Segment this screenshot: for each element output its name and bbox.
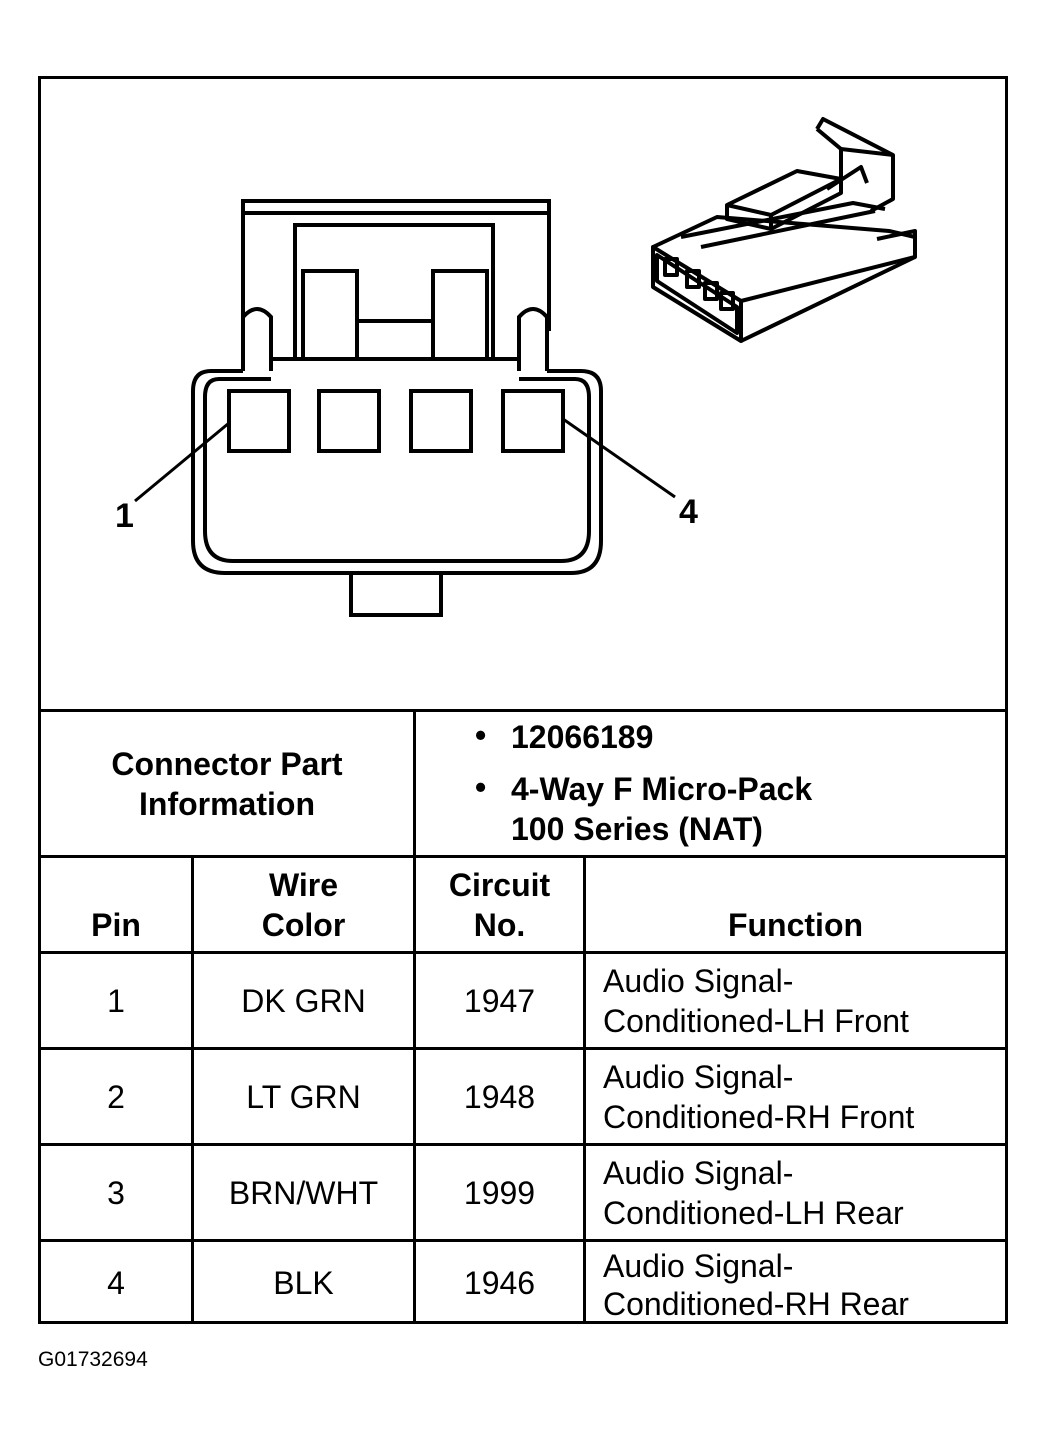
header-circuit-line2: No.	[473, 907, 526, 943]
callout-leaders	[134, 417, 676, 503]
connector-description-line2: 100 Series (NAT)	[511, 811, 763, 847]
connector-description-line1: 4-Way F Micro-Pack	[511, 771, 813, 807]
table-row-3-pin: 3	[107, 1174, 125, 1211]
connector-face-view	[191, 199, 603, 617]
rule-top-header	[41, 855, 1005, 858]
bullet-icon: •	[475, 769, 487, 805]
connector-diagram: 1 4	[115, 117, 917, 617]
table-row-3-function-line2: Conditioned-LH Rear	[603, 1195, 904, 1231]
table-row-4-circuit: 1946	[463, 1265, 536, 1301]
table-row-4-wire-color: BLK	[273, 1265, 334, 1301]
header-circuit-line1: Circuit	[448, 867, 551, 903]
table-row-1-function-line2: Conditioned-LH Front	[603, 1003, 909, 1039]
figure-id: G01732694	[38, 1348, 148, 1371]
table-row-3-circuit: 1999	[463, 1174, 536, 1211]
rule-top-info	[41, 709, 1005, 712]
rule-info-divider	[413, 709, 416, 858]
bullet-icon: •	[475, 717, 487, 753]
table-row-2-function-line2: Conditioned-RH Front	[603, 1099, 915, 1135]
header-function: Function	[727, 907, 864, 943]
header-wire-color-line1: Wire	[268, 867, 339, 903]
callout-pin-4: 4	[679, 493, 698, 531]
table-row-1-function-line1: Audio Signal-	[603, 963, 794, 999]
rule-row-4	[41, 1239, 1005, 1242]
rule-row-1	[41, 951, 1005, 954]
rule-row-2	[41, 1047, 1005, 1050]
cavity-4	[501, 389, 565, 453]
table-row-3-function-line1: Audio Signal-	[603, 1155, 794, 1191]
table-row-4-function-line1: Audio Signal-	[603, 1248, 794, 1284]
rule-col-pin	[191, 855, 194, 1324]
table-row-2-pin: 2	[107, 1078, 125, 1115]
callout-pin-1: 1	[115, 497, 134, 535]
table-row-4-pin: 4	[107, 1265, 125, 1301]
header-pin: Pin	[91, 907, 141, 943]
connector-isometric-view	[651, 117, 917, 343]
connector-cavities	[227, 389, 565, 453]
table-row-2-function-line1: Audio Signal-	[603, 1059, 794, 1095]
connector-info-frame: 1 4	[38, 76, 1008, 1324]
cavity-3	[409, 389, 473, 453]
table-row-1-wire-color: DK GRN	[241, 982, 366, 1019]
rule-col-wire	[413, 855, 416, 1324]
table-row-4-function-line2: Conditioned-RH Rear	[603, 1286, 909, 1322]
header-wire-color-line2: Color	[261, 907, 346, 943]
table-row-3-wire-color: BRN/WHT	[228, 1174, 379, 1211]
table-row-1-circuit: 1947	[463, 982, 536, 1019]
connector-part-label: Connector Part Information	[111, 745, 343, 822]
table-row-1-pin: 1	[107, 982, 125, 1019]
connector-part-number: 12066189	[511, 719, 654, 755]
table-row-2-wire-color: LT GRN	[246, 1078, 361, 1115]
cavity-1	[227, 389, 291, 453]
rule-row-3	[41, 1143, 1005, 1146]
cavity-2	[317, 389, 381, 453]
table-row-2-circuit: 1948	[463, 1078, 536, 1115]
rule-col-circuit	[583, 855, 586, 1324]
